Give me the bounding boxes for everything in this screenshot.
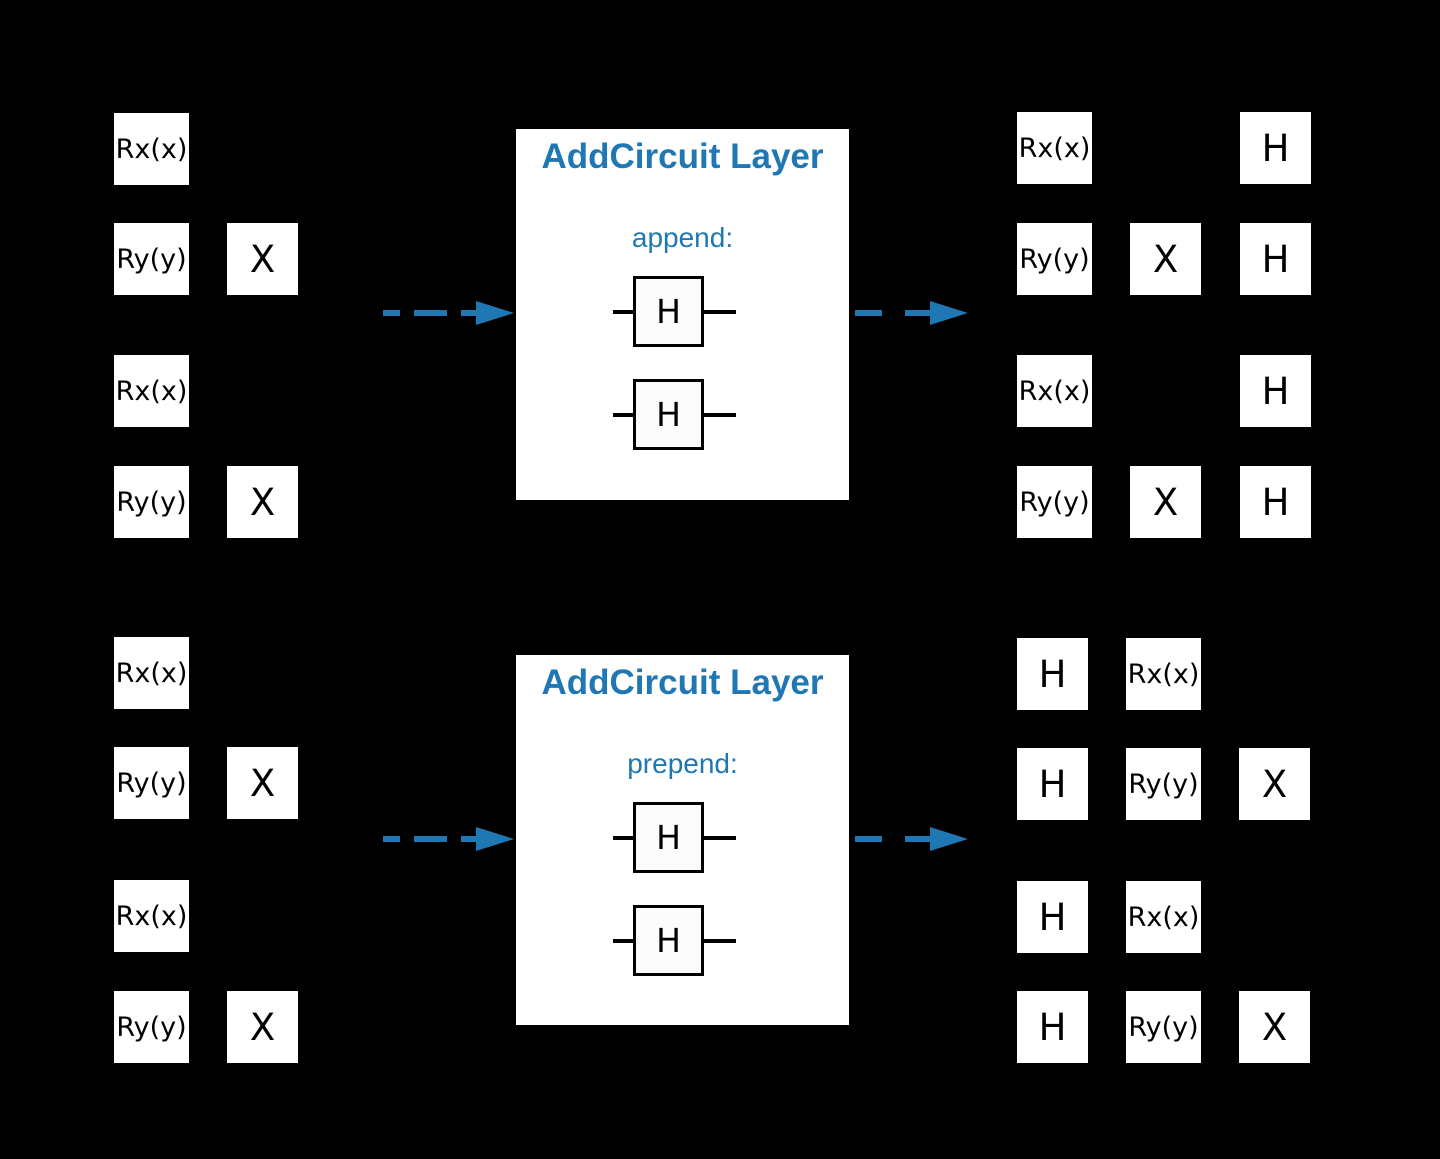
gate-h: H: [1017, 881, 1088, 953]
gate-h: H: [633, 379, 704, 450]
gate-x: X: [227, 747, 298, 819]
gate-rx: Rx(x): [114, 880, 189, 952]
wire-left: [613, 412, 633, 417]
gate-rx: Rx(x): [1017, 112, 1092, 184]
addcircuit-panel-append: AddCircuit Layer append: H H: [516, 129, 849, 500]
gate-ry: Ry(y): [1017, 223, 1092, 295]
panel-title: AddCircuit Layer: [541, 663, 824, 702]
mini-h-gate: H: [613, 802, 736, 873]
gate-ry: Ry(y): [114, 747, 189, 819]
dashed-arrow-into-prepend-layer: [383, 827, 514, 851]
gate-rx: Rx(x): [1017, 355, 1092, 427]
addcircuit-panel-prepend: AddCircuit Layer prepend: H H: [516, 655, 849, 1025]
wire-left: [613, 835, 633, 840]
mini-h-gate: H: [613, 905, 736, 976]
mini-h-gate: H: [613, 276, 736, 347]
mode-label: prepend:: [627, 748, 738, 779]
gate-h: H: [1017, 638, 1088, 710]
gate-x: X: [1130, 466, 1201, 538]
gate-h: H: [633, 802, 704, 873]
gate-ry: Ry(y): [1126, 991, 1201, 1063]
gate-h: H: [633, 905, 704, 976]
gate-ry: Ry(y): [114, 466, 189, 538]
gate-h: H: [1017, 991, 1088, 1063]
dashed-arrow-out-of-prepend-layer: [855, 827, 968, 851]
wire-right: [704, 938, 736, 943]
gate-rx: Rx(x): [1126, 881, 1201, 953]
gate-h: H: [1240, 112, 1311, 184]
gate-x: X: [227, 991, 298, 1063]
gate-rx: Rx(x): [1126, 638, 1201, 710]
dashed-arrow-out-of-append-layer: [855, 301, 968, 325]
gate-x: X: [1130, 223, 1201, 295]
gate-ry: Ry(y): [1017, 466, 1092, 538]
gate-rx: Rx(x): [114, 113, 189, 185]
gate-x: X: [1239, 748, 1310, 820]
gate-rx: Rx(x): [114, 637, 189, 709]
gate-rx: Rx(x): [114, 355, 189, 427]
wire-right: [704, 412, 736, 417]
dashed-arrow-into-append-layer: [383, 301, 514, 325]
gate-ry: Ry(y): [114, 991, 189, 1063]
mode-label: append:: [631, 222, 734, 253]
gate-x: X: [227, 466, 298, 538]
wire-left: [613, 938, 633, 943]
gate-h: H: [1017, 748, 1088, 820]
wire-right: [704, 835, 736, 840]
gate-ry: Ry(y): [114, 223, 189, 295]
gate-ry: Ry(y): [1126, 748, 1201, 820]
gate-x: X: [1239, 991, 1310, 1063]
gate-h: H: [1240, 466, 1311, 538]
wire-right: [704, 309, 736, 314]
mini-h-gate: H: [613, 379, 736, 450]
gate-h: H: [1240, 355, 1311, 427]
gate-h: H: [633, 276, 704, 347]
panel-title: AddCircuit Layer: [541, 137, 824, 176]
gate-h: H: [1240, 223, 1311, 295]
gate-x: X: [227, 223, 298, 295]
wire-left: [613, 309, 633, 314]
